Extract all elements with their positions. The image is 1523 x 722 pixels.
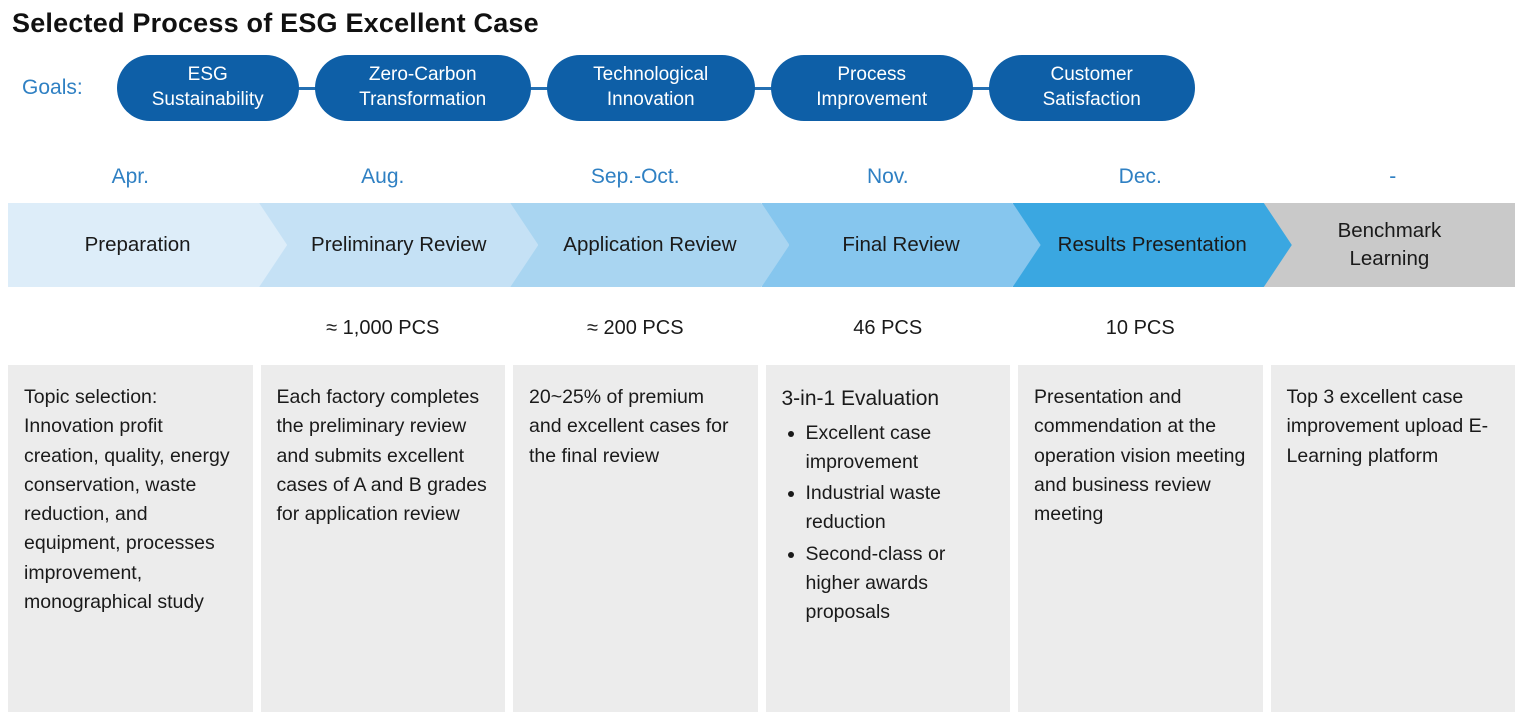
month-label-sep-oct: Sep.-Oct. bbox=[590, 165, 680, 188]
pcs-counts-row: ≈ 1,000 PCS ≈ 200 PCS 46 PCS 10 PCS bbox=[8, 317, 1515, 343]
goal-pill-zero-carbon: Zero-Carbon Transformation bbox=[314, 55, 531, 121]
description-text: 20~25% of premium and excellent cases fo… bbox=[529, 386, 729, 467]
goal-pill-esg-sustainability: ESG Sustainability bbox=[116, 55, 299, 121]
stage-chevron-results-presentation: Results Presentation bbox=[1013, 203, 1292, 287]
bullet-item: Second-class or higher awards proposals bbox=[806, 540, 995, 628]
goals-label: Goals: bbox=[22, 76, 83, 99]
goal-pill-label: Process Improvement bbox=[816, 64, 928, 110]
goal-pill-customer-satisfaction: Customer Satisfaction bbox=[988, 55, 1195, 121]
goals-row: Goals: ESG Sustainability Zero-Carbon Tr… bbox=[8, 55, 1515, 121]
pill-connector-line bbox=[751, 86, 774, 90]
bullet-item: Excellent case improvement bbox=[806, 419, 995, 478]
pill-connector-line bbox=[969, 86, 992, 90]
goal-pill-technological-innovation: Technological Innovation bbox=[546, 55, 755, 121]
goal-pill-label: ESG Sustainability bbox=[151, 64, 264, 110]
pcs-count-benchmark bbox=[1271, 317, 1516, 343]
evaluation-heading: 3-in-1 Evaluation bbox=[781, 387, 940, 410]
stage-box-benchmark-learning: Benchmark Learning bbox=[1263, 203, 1515, 287]
pill-connector-line bbox=[295, 86, 318, 90]
description-box-benchmark-learning: Top 3 excellent case improvement upload … bbox=[1270, 365, 1515, 712]
pcs-count-final: 46 PCS bbox=[853, 317, 923, 339]
pill-connector-line bbox=[527, 86, 550, 90]
month-label-aug: Aug. bbox=[361, 165, 405, 188]
description-text: Top 3 excellent case improvement upload … bbox=[1286, 386, 1489, 467]
pcs-count-application: ≈ 200 PCS bbox=[586, 317, 684, 339]
stage-chevron-preparation: Preparation bbox=[8, 203, 287, 287]
process-stage-band: Preparation Preliminary Review Applicati… bbox=[8, 203, 1515, 287]
description-text: Each factory completes the preliminary r… bbox=[276, 386, 487, 525]
description-box-final-review: 3-in-1 Evaluation Excellent case improve… bbox=[765, 365, 1010, 712]
description-box-preparation: Topic selection: Innovation profit creat… bbox=[8, 365, 253, 712]
months-row: Apr. Aug. Sep.-Oct. Nov. Dec. - bbox=[8, 165, 1515, 191]
page-title: Selected Process of ESG Excellent Case bbox=[12, 8, 539, 38]
description-text: Topic selection: Innovation profit creat… bbox=[24, 386, 230, 613]
month-label-dec: Dec. bbox=[1118, 165, 1162, 188]
description-box-application-review: 20~25% of premium and excellent cases fo… bbox=[513, 365, 758, 712]
goals-pills: ESG Sustainability Zero-Carbon Transform… bbox=[116, 55, 1195, 121]
goal-pill-process-improvement: Process Improvement bbox=[770, 55, 973, 121]
bullet-item: Industrial waste reduction bbox=[806, 479, 995, 538]
pcs-count-results: 10 PCS bbox=[1105, 317, 1175, 339]
stage-chevron-application-review: Application Review bbox=[510, 203, 789, 287]
stage-chevron-preliminary-review: Preliminary Review bbox=[259, 203, 538, 287]
description-boxes-row: Topic selection: Innovation profit creat… bbox=[8, 365, 1515, 712]
description-text: Presentation and commendation at the ope… bbox=[1034, 386, 1246, 525]
goal-pill-label: Technological Innovation bbox=[593, 64, 709, 110]
month-label-apr: Apr. bbox=[111, 165, 149, 188]
goal-pill-label: Customer Satisfaction bbox=[1042, 64, 1141, 110]
month-label-none: - bbox=[1389, 165, 1397, 188]
description-box-preliminary-review: Each factory completes the preliminary r… bbox=[260, 365, 505, 712]
pcs-count-preliminary: ≈ 1,000 PCS bbox=[326, 317, 440, 339]
pcs-count-preparation bbox=[8, 317, 253, 343]
goal-pill-label: Zero-Carbon Transformation bbox=[359, 64, 487, 110]
stage-chevron-final-review: Final Review bbox=[762, 203, 1041, 287]
evaluation-bullet-list: Excellent case improvement Industrial wa… bbox=[782, 419, 995, 628]
description-box-results-presentation: Presentation and commendation at the ope… bbox=[1018, 365, 1263, 712]
month-label-nov: Nov. bbox=[866, 165, 909, 188]
